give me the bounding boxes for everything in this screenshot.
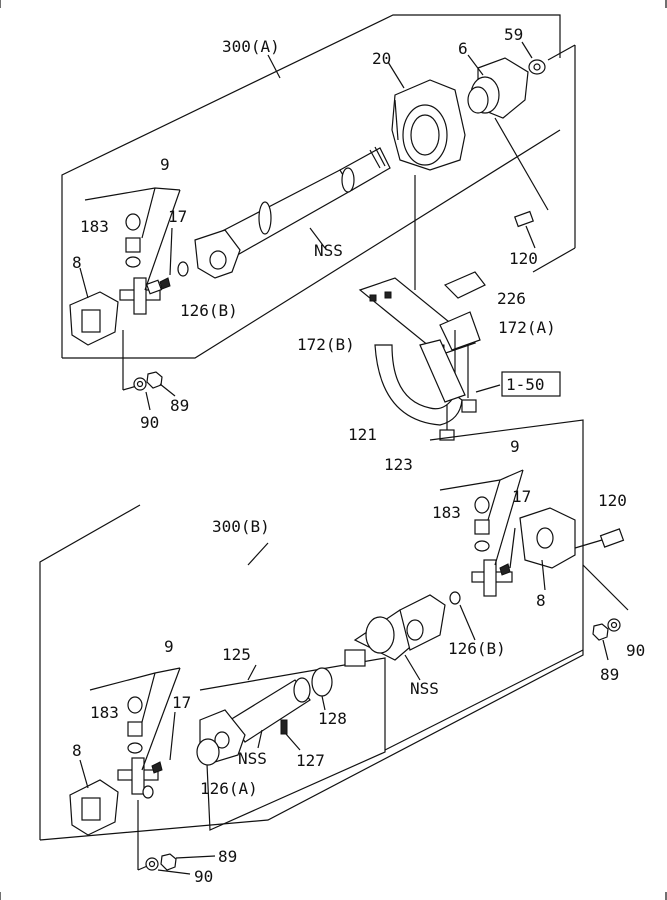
label-90-lower-right: 90 xyxy=(626,641,645,660)
flange-8-lower-left xyxy=(69,759,153,871)
bolt-123 xyxy=(439,405,455,441)
label-183-lower-left: 183 xyxy=(90,703,119,722)
label-226: 226 xyxy=(497,289,526,308)
label-59: 59 xyxy=(504,25,523,44)
assembly-300a-frame xyxy=(61,14,576,359)
label-126a: 126(A) xyxy=(200,779,258,798)
label-9-upper: 9 xyxy=(160,155,170,174)
label-89-lower-left: 89 xyxy=(218,847,237,866)
label-17-lower-left: 17 xyxy=(172,693,191,712)
label-123: 123 xyxy=(384,455,413,474)
assembly-300b-frame xyxy=(39,419,629,841)
label-90-upper: 90 xyxy=(140,413,159,432)
flange-8-upper xyxy=(69,267,141,391)
label-89-lower-right: 89 xyxy=(600,665,619,684)
washer-59 xyxy=(521,41,546,75)
fasteners-89-90-lower-right xyxy=(592,618,621,661)
label-nss-upper: NSS xyxy=(314,241,343,260)
label-126b-upper: 126(B) xyxy=(180,301,238,320)
label-1-50: 1-50 xyxy=(506,375,545,394)
label-20: 20 xyxy=(372,49,391,68)
cap-183-lower-right xyxy=(439,469,524,566)
label-8-lower-right: 8 xyxy=(536,591,546,610)
yoke-upper xyxy=(194,229,241,279)
label-183-lower-right: 183 xyxy=(432,503,461,522)
label-120-lower: 120 xyxy=(598,491,627,510)
label-300b: 300(B) xyxy=(212,517,270,536)
label-126b-lower: 126(B) xyxy=(448,639,506,658)
shaft-middle-lower xyxy=(344,594,476,681)
shaft-tube-upper xyxy=(204,146,391,263)
center-bearing-20 xyxy=(387,61,466,171)
label-nss-middle: NSS xyxy=(410,679,439,698)
label-6: 6 xyxy=(458,39,468,58)
label-17-lower-right: 17 xyxy=(512,487,531,506)
label-172b: 172(B) xyxy=(297,335,355,354)
label-8-lower-left: 8 xyxy=(72,741,82,760)
label-17-upper: 17 xyxy=(168,207,187,226)
flange-8-lower-right xyxy=(519,507,576,591)
label-90-lower-left: 90 xyxy=(194,867,213,886)
label-89-upper: 89 xyxy=(170,396,189,415)
fasteners-89-90-upper xyxy=(133,371,176,411)
label-172a: 172(A) xyxy=(498,318,556,337)
fasteners-89-90-lower-left xyxy=(145,853,216,875)
bolt-120-lower xyxy=(574,528,625,549)
label-183-upper: 183 xyxy=(80,217,109,236)
cap-183-upper xyxy=(84,187,181,291)
cap-183-lower-left xyxy=(89,667,181,771)
label-127: 127 xyxy=(296,751,325,770)
label-9-lower-right: 9 xyxy=(510,437,520,456)
label-121: 121 xyxy=(348,425,377,444)
label-125: 125 xyxy=(222,645,251,664)
label-8-upper: 8 xyxy=(72,253,82,272)
label-120-upper: 120 xyxy=(509,249,538,268)
label-9-lower-left: 9 xyxy=(164,637,174,656)
label-300a: 300(A) xyxy=(222,37,280,56)
u-joint-lower-left xyxy=(117,711,176,799)
brackets-172-226 xyxy=(358,175,486,398)
u-joint-upper xyxy=(119,227,189,315)
screw-1-50 xyxy=(461,384,501,413)
u-joint-lower-right xyxy=(449,527,516,605)
reference-box xyxy=(501,371,561,397)
flange-6 xyxy=(467,54,529,119)
label-nss-lower: NSS xyxy=(238,749,267,768)
shaft-tube-lower xyxy=(196,667,333,766)
bolt-120-upper xyxy=(494,117,549,249)
label-128: 128 xyxy=(318,709,347,728)
support-bracket-121 xyxy=(374,339,466,426)
